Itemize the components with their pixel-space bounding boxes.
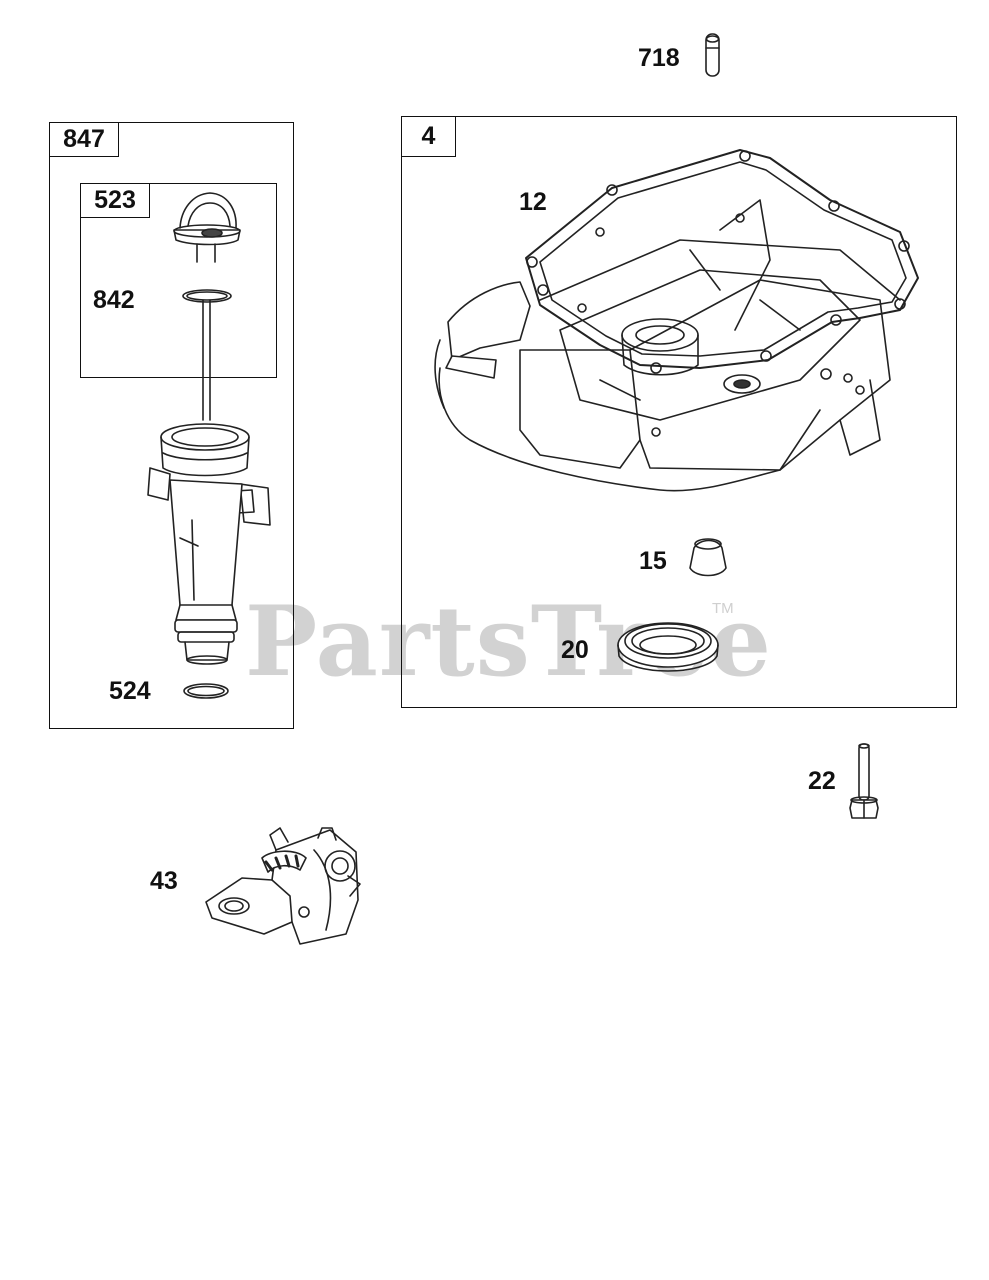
group-847-box: 847 (49, 122, 294, 729)
o-ring-part-842[interactable] (182, 289, 232, 303)
group-847-label: 847 (49, 122, 119, 157)
sump-cover-part-4[interactable] (434, 199, 901, 492)
group-4-box: 4 (401, 116, 957, 708)
dipstick-blade (202, 299, 211, 421)
callout-22: 22 (808, 767, 836, 795)
o-ring-part-524[interactable] (183, 683, 229, 699)
watermark-trademark: TM (712, 600, 734, 617)
group-4-label: 4 (401, 116, 456, 157)
dipstick-cap-part-523[interactable] (173, 192, 241, 263)
group-523-label: 523 (80, 183, 150, 218)
oil-seal-part-20[interactable] (617, 622, 719, 672)
dipstick-tube-part-847[interactable] (147, 423, 271, 665)
dowel-pin-part-718[interactable] (705, 33, 720, 77)
governor-bracket-part-43[interactable] (205, 827, 361, 945)
callout-43: 43 (150, 867, 178, 895)
callout-20: 20 (561, 636, 589, 664)
gasket-part-12[interactable] (525, 149, 919, 437)
callout-718: 718 (638, 44, 680, 72)
flange-bolt-part-22[interactable] (849, 743, 879, 819)
callout-524: 524 (109, 677, 151, 705)
callout-12: 12 (519, 188, 547, 216)
cap-part-15[interactable] (689, 538, 727, 577)
group-523-box: 523 (80, 183, 277, 378)
callout-842: 842 (93, 286, 135, 314)
callout-15: 15 (639, 547, 667, 575)
